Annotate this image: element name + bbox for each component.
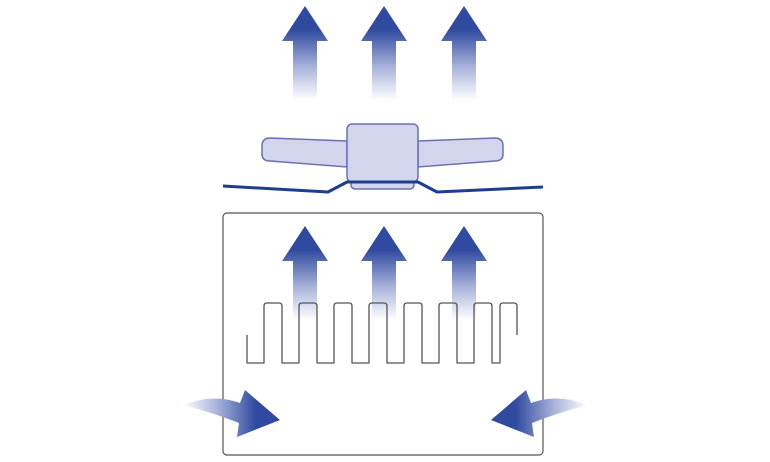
heatsink-fins xyxy=(246,302,518,364)
exhaust-arrows-top xyxy=(282,6,487,100)
exhaust-arrow-icon xyxy=(282,6,328,100)
exhaust-arrow-icon xyxy=(361,6,407,100)
intake-arrow-right-icon xyxy=(491,390,588,437)
fan-hub xyxy=(346,123,419,183)
intake-arrow-left-icon xyxy=(183,390,280,437)
fan-blade-left xyxy=(261,137,348,168)
enclosure-box xyxy=(222,212,544,456)
rising-air-arrow-icon xyxy=(361,226,407,320)
intake-arrows xyxy=(183,390,588,437)
rising-air-arrow-icon xyxy=(282,226,328,320)
rising-air-arrow-icon xyxy=(441,226,487,320)
inner-arrows xyxy=(282,226,487,320)
panel-line xyxy=(222,180,544,194)
fan-icon xyxy=(261,123,504,190)
fan-blade-right xyxy=(417,137,504,168)
exhaust-arrow-icon xyxy=(441,6,487,100)
